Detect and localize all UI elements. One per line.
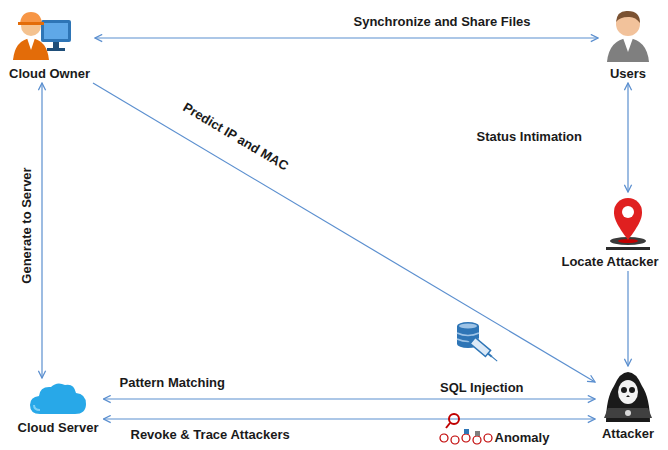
node-label: Attacker (599, 426, 657, 441)
node-icon (11, 6, 73, 62)
edge-label: Revoke & Trace Attackers (129, 427, 292, 442)
connector (627, 83, 628, 192)
anomaly-icon (440, 414, 492, 444)
node-icon (600, 368, 656, 422)
connector (627, 271, 628, 366)
node-icon (603, 6, 653, 62)
node-label: Cloud Owner (8, 66, 91, 81)
connector (104, 398, 596, 399)
annotation-label: SQL Injection (438, 380, 526, 395)
edge-label: Predict IP and MAC (179, 98, 293, 174)
edge-label: Pattern Matching (118, 375, 227, 390)
node-label: Locate Attacker (560, 254, 660, 269)
edge-label: Synchronize and Share Files (352, 14, 533, 29)
node-icon (606, 194, 650, 250)
edge-label: Status Intimation (475, 129, 584, 144)
sql-injection-icon (457, 322, 500, 364)
node-icon (28, 380, 88, 416)
cloud-server-node: Cloud Server (13, 378, 104, 437)
annotation-label: Anomaly (493, 430, 552, 445)
cloud-owner-node: Cloud Owner (4, 4, 95, 83)
users-node: Users (598, 4, 658, 83)
connector (95, 37, 598, 38)
node-label: Cloud Server (17, 420, 100, 435)
node-label: Users (602, 66, 654, 81)
locate-attacker-node: Locate Attacker (556, 192, 664, 271)
attacker-node: Attacker (595, 366, 661, 443)
connector (93, 83, 595, 382)
edge-label: Generate to Server (19, 165, 34, 285)
connector (104, 418, 596, 419)
connector (41, 83, 42, 378)
